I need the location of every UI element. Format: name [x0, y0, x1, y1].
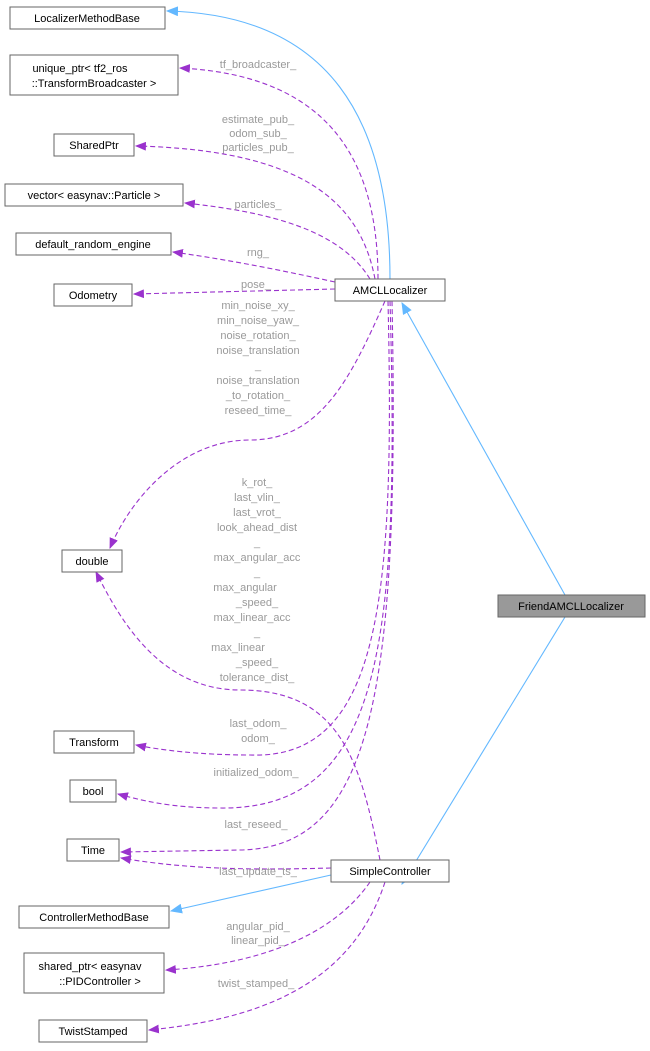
svg-text:max_linear: max_linear: [211, 642, 265, 654]
edge-particles: [183, 199, 371, 280]
edge-amcl-double: [109, 300, 386, 550]
label-linear-pid: linear_pid_: [231, 935, 286, 947]
svg-text:max_linear_acc: max_linear_acc: [213, 612, 291, 624]
svg-text:_: _: [253, 567, 261, 579]
svg-text:_: _: [253, 537, 261, 549]
edge-transform: [134, 300, 390, 756]
svg-text:min_noise_yaw_: min_noise_yaw_: [217, 315, 300, 327]
edge-pid: [164, 881, 371, 974]
node-bool[interactable]: bool: [69, 779, 117, 803]
label-last-update: last_update_ts_: [219, 866, 298, 878]
svg-text:min_noise_xy_: min_noise_xy_: [221, 300, 295, 312]
svg-text:max_angular: max_angular: [213, 582, 277, 594]
edge-last-update: [119, 855, 332, 870]
svg-text:SimpleController: SimpleController: [349, 866, 431, 878]
svg-text:Odometry: Odometry: [69, 290, 118, 302]
edge-friend-simplecontroller: [401, 616, 566, 885]
svg-text:max_angular_acc: max_angular_acc: [214, 552, 301, 564]
node-amcl-localizer[interactable]: AMCLLocalizer: [334, 278, 446, 302]
node-transform[interactable]: Transform: [53, 730, 135, 754]
svg-text:bool: bool: [83, 786, 104, 798]
node-unique-ptr-transform-broadcaster[interactable]: unique_ptr< tf2_ros::TransformBroadcaste…: [9, 54, 179, 96]
svg-text:last_vlin_: last_vlin_: [234, 492, 281, 504]
svg-text:SharedPtr: SharedPtr: [69, 140, 119, 152]
edge-last-reseed: [119, 300, 394, 857]
svg-text:tolerance_dist_: tolerance_dist_: [220, 672, 295, 684]
svg-text:::TransformBroadcaster >: ::TransformBroadcaster >: [32, 78, 157, 90]
label-odom-sub: odom_sub_: [229, 128, 287, 140]
svg-text:unique_ptr< tf2_ros: unique_ptr< tf2_ros: [32, 63, 128, 75]
svg-text:::PIDController >: ::PIDController >: [59, 976, 141, 988]
edge-amcl-localizermethodbase: [165, 6, 391, 280]
svg-text:TwistStamped: TwistStamped: [58, 1026, 127, 1038]
edge-pose: [132, 288, 336, 299]
label-twist-stamped: twist_stamped_: [218, 978, 295, 990]
svg-text:noise_translation: noise_translation: [216, 345, 299, 357]
node-shared-ptr[interactable]: SharedPtr: [53, 133, 135, 157]
svg-text:AMCLLocalizer: AMCLLocalizer: [353, 285, 428, 297]
node-vector-particle[interactable]: vector< easynav::Particle >: [4, 183, 184, 207]
edge-sc-double: [95, 571, 381, 861]
svg-text:ControllerMethodBase: ControllerMethodBase: [39, 912, 148, 924]
label-tf-broadcaster: tf_broadcaster_: [220, 59, 297, 71]
label-pose: pose_: [241, 279, 272, 291]
edge-pubs: [134, 141, 376, 280]
node-time[interactable]: Time: [66, 838, 120, 862]
label-amcl-double: min_noise_xy_ min_noise_yaw_ noise_rotat…: [216, 300, 299, 417]
node-twist-stamped[interactable]: TwistStamped: [38, 1019, 148, 1043]
svg-text:Time: Time: [81, 845, 105, 857]
label-angular-pid: angular_pid_: [226, 921, 290, 933]
label-estimate-pub: estimate_pub_: [222, 114, 295, 126]
node-localizer-method-base[interactable]: LocalizerMethodBase: [9, 6, 166, 30]
node-odometry[interactable]: Odometry: [53, 283, 133, 307]
label-sc-double: k_rot_ last_vlin_ last_vrot_ look_ahead_…: [211, 477, 301, 684]
node-controller-method-base[interactable]: ControllerMethodBase: [18, 905, 170, 929]
label-last-reseed: last_reseed_: [225, 819, 289, 831]
svg-text:_speed_: _speed_: [235, 657, 279, 669]
svg-text:k_rot_: k_rot_: [242, 477, 273, 489]
edge-sc-controllermethodbase: [169, 874, 332, 914]
edge-tf-broadcaster: [178, 64, 379, 280]
svg-text:_speed_: _speed_: [235, 597, 279, 609]
svg-text:FriendAMCLLocalizer: FriendAMCLLocalizer: [518, 601, 624, 613]
svg-text:_: _: [253, 627, 261, 639]
svg-text:_: _: [254, 360, 262, 372]
node-default-random-engine[interactable]: default_random_engine: [15, 232, 172, 256]
label-odom: odom_: [241, 733, 276, 745]
svg-text:look_ahead_dist: look_ahead_dist: [217, 522, 297, 534]
label-initialized-odom: initialized_odom_: [214, 767, 300, 779]
svg-text:LocalizerMethodBase: LocalizerMethodBase: [34, 13, 140, 25]
label-particles: particles_: [234, 199, 282, 211]
svg-text:default_random_engine: default_random_engine: [35, 239, 151, 251]
svg-text:double: double: [75, 556, 108, 568]
node-shared-ptr-pid-controller[interactable]: shared_ptr< easynav::PIDController >: [23, 952, 165, 994]
svg-text:shared_ptr< easynav: shared_ptr< easynav: [38, 961, 142, 973]
edge-twist: [147, 881, 386, 1034]
label-rng: rng_: [247, 247, 270, 259]
label-particles-pub: particles_pub_: [222, 142, 294, 154]
edge-rng: [171, 249, 336, 283]
node-double[interactable]: double: [61, 549, 123, 573]
svg-text:Transform: Transform: [69, 737, 119, 749]
svg-text:_to_rotation_: _to_rotation_: [225, 390, 291, 402]
svg-text:noise_translation: noise_translation: [216, 375, 299, 387]
node-friend-amcl-localizer[interactable]: FriendAMCLLocalizer: [497, 594, 646, 618]
svg-text:vector< easynav::Particle >: vector< easynav::Particle >: [28, 190, 161, 202]
edge-friend-amcl: [401, 302, 566, 596]
svg-text:reseed_time_: reseed_time_: [225, 405, 293, 417]
label-last-odom: last_odom_: [230, 718, 288, 730]
svg-text:last_vrot_: last_vrot_: [233, 507, 282, 519]
svg-text:noise_rotation_: noise_rotation_: [220, 330, 296, 342]
node-simple-controller[interactable]: SimpleController: [330, 859, 450, 883]
